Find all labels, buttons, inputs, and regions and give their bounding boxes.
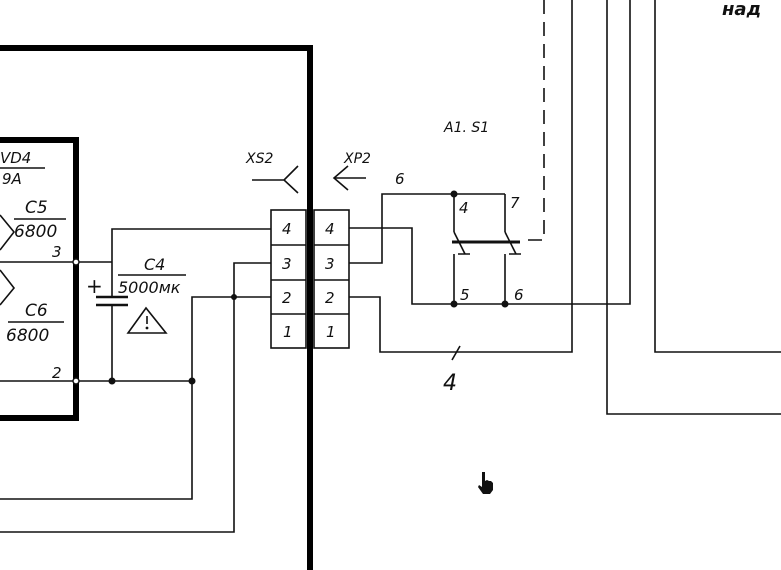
wire-xp2-3: [349, 193, 454, 264]
label-xs2: XS2: [245, 151, 273, 167]
wire-switch-6-out: [505, 0, 631, 305]
junction-switch-bottom-right: [501, 300, 509, 308]
junction-switch-top-left: [450, 190, 458, 198]
rectifier-block-border: [0, 137, 79, 421]
label-a1-s1: A1. S1: [443, 120, 489, 136]
junction-switch-bottom-left: [450, 300, 458, 308]
label-c4-value: 5000мк: [118, 278, 181, 297]
hand-cursor-icon: [478, 472, 493, 494]
diode-bridge-symbol-bottom: [0, 269, 16, 306]
label-c5-value: 6800: [14, 222, 57, 242]
wire-pin3-down: [0, 262, 271, 533]
connector-xs2: [270, 209, 307, 349]
dashed-mechanical-link: [520, 0, 545, 241]
wire-xp2-4: [349, 227, 454, 305]
node-2-label: 2: [52, 364, 62, 382]
xp2-pin-2: 2: [325, 289, 335, 307]
wire-node3-to-pin4: [0, 228, 271, 263]
xs2-pin-2: 2: [282, 289, 292, 307]
label-xp2: XP2: [343, 151, 371, 167]
label-c5: C5: [25, 198, 48, 218]
xp2-pin-1: 1: [326, 323, 336, 341]
label-c6: C6: [25, 301, 48, 321]
switch-pin-7: 7: [510, 194, 520, 212]
wire-number-4: 4: [443, 371, 457, 396]
switch-pin-5: 5: [460, 286, 470, 304]
warning-triangle-icon: [126, 306, 168, 334]
c4-plus-sign: +: [86, 274, 103, 298]
label-c4: C4: [144, 255, 165, 274]
wire-right-outer: [606, 0, 781, 415]
switch-pin-6b: 6: [514, 286, 524, 304]
xs2-pin-1: 1: [283, 323, 293, 341]
node-3-label: 3: [52, 243, 62, 261]
socket-symbol: [252, 165, 299, 194]
terminal-2: [72, 377, 80, 385]
terminal-3: [72, 258, 80, 266]
wire-xp2-2: [349, 0, 573, 353]
junction-crossing: [231, 294, 237, 300]
warning-mark-dot: [145, 326, 149, 330]
xs2-pin-4: 4: [282, 220, 292, 238]
plug-arrow-symbol: [332, 165, 366, 191]
wire-right-inner: [654, 0, 781, 353]
diode-bridge-symbol-top: [0, 214, 16, 251]
switch-pin-6a: 6: [395, 170, 405, 188]
label-top-right: над: [722, 0, 761, 20]
module-border: [0, 45, 313, 570]
xp2-pin-4: 4: [325, 220, 335, 238]
connector-xp2: [313, 209, 350, 349]
label-vd4: VD4: [0, 149, 31, 167]
label-9a: 9A: [2, 170, 22, 188]
label-c6-value: 6800: [6, 326, 49, 346]
bundle-tick: [451, 345, 461, 361]
xs2-pin-3: 3: [282, 255, 292, 273]
xp2-pin-3: 3: [325, 255, 335, 273]
switch-pin-4: 4: [459, 199, 469, 217]
